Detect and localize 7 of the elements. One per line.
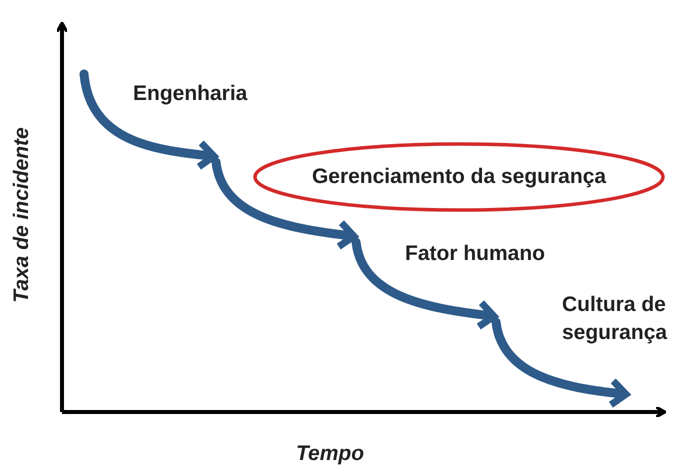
node-text: Gerenciamento da segurança (312, 165, 606, 189)
y-axis-title: Taxa de incidente (10, 127, 34, 303)
stage-label: Cultura de segurança (562, 292, 668, 346)
x-axis-title: Tempo (296, 442, 364, 466)
stage-label: Engenharia (133, 81, 248, 107)
highlighted-label-ellipse (253, 142, 665, 212)
stage-label: Fator humano (405, 241, 545, 267)
